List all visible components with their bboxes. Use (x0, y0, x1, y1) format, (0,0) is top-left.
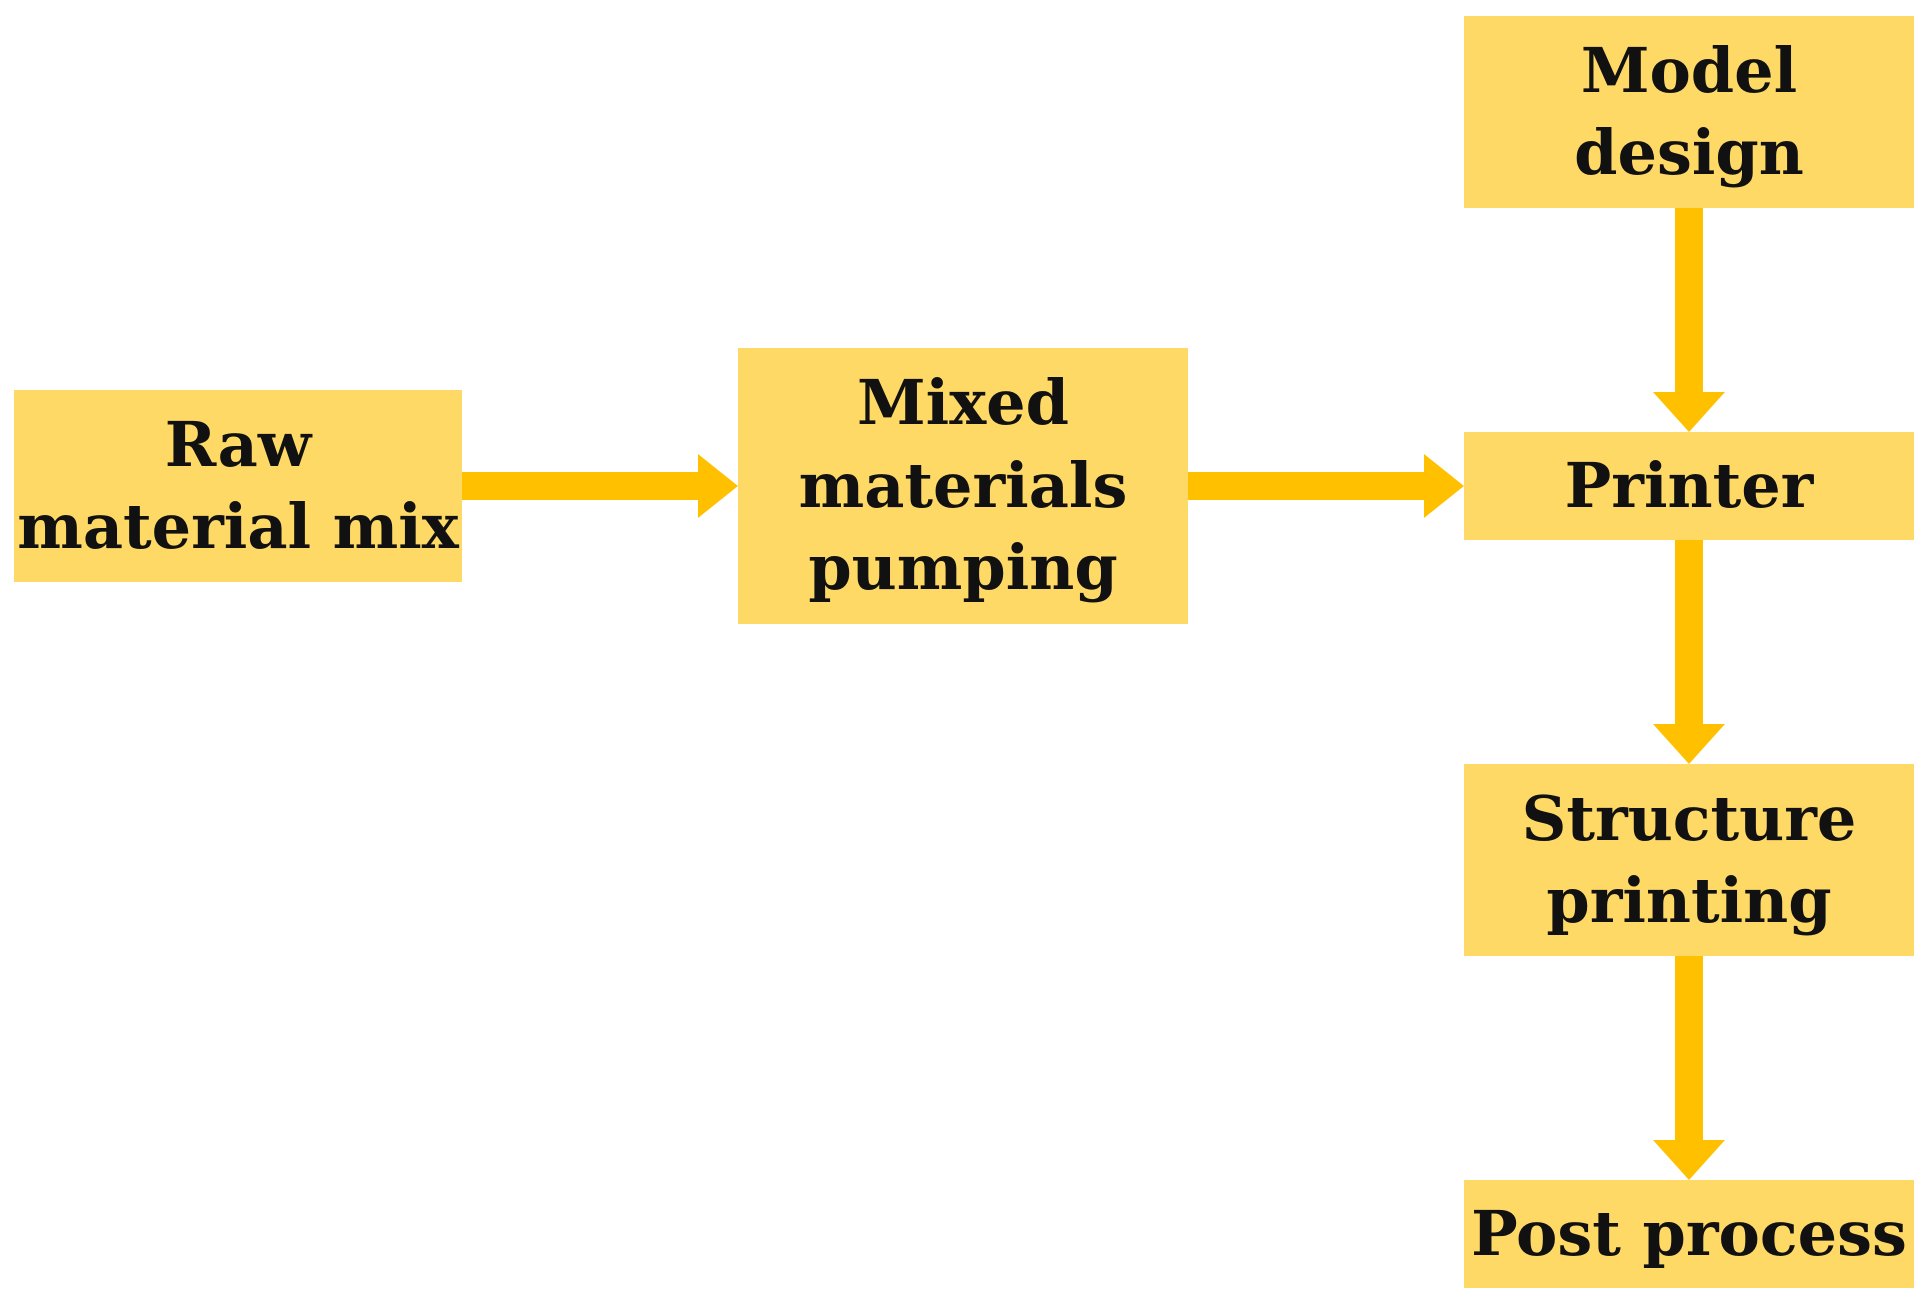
node-raw-material-mix-label: Raw material mix (17, 407, 459, 563)
arrow-raw-to-pumping (462, 454, 738, 518)
node-printer: Printer (1464, 432, 1914, 540)
node-structure-printing: Structure printing (1464, 764, 1914, 956)
arrow-pumping-to-printer (1188, 454, 1464, 518)
node-post-process-label: Post process (1471, 1196, 1907, 1270)
node-printer-label: Printer (1564, 448, 1814, 522)
arrow-structure-to-post (1653, 956, 1725, 1180)
node-model-design: Model design (1464, 16, 1914, 208)
node-post-process: Post process (1464, 1180, 1914, 1288)
arrow-printer-to-structure (1653, 540, 1725, 764)
node-raw-material-mix: Raw material mix (14, 390, 462, 582)
node-structure-printing-label: Structure printing (1521, 781, 1857, 937)
node-model-design-label: Model design (1574, 33, 1804, 189)
node-mixed-materials-pumping: Mixed materials pumping (738, 348, 1188, 624)
arrow-model-to-printer (1653, 208, 1725, 432)
node-mixed-materials-pumping-label: Mixed materials pumping (798, 366, 1128, 605)
